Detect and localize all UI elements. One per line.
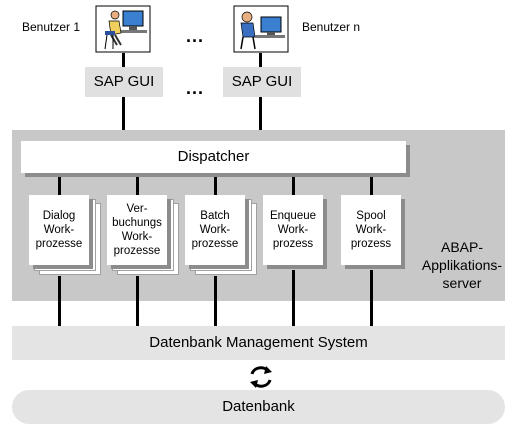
connector-dispatcher-spool (370, 177, 373, 195)
wp-spool-line-3: prozess (350, 238, 392, 250)
user-n-label: Benutzer n (302, 20, 361, 34)
wp-update-line-1: Ver- (126, 203, 148, 215)
person-at-computer-icon (95, 5, 151, 53)
connector-dispatcher-update (136, 177, 139, 195)
wp-enqueue-line-3: prozess (272, 238, 314, 250)
abap-label-line-1: ABAP- (440, 239, 483, 255)
connector-usern-gui (259, 53, 262, 67)
database-management-system: Datenbank Management System (12, 326, 505, 360)
connector-dispatcher-enqueue (292, 177, 295, 195)
work-process-dialog: Dialog Work- prozesse (29, 195, 89, 265)
work-process-batch: Batch Work- prozesse (185, 195, 245, 265)
wp-batch-line-3: prozesse (191, 238, 239, 250)
connector-dispatcher-dialog (58, 177, 61, 195)
abap-label-line-2: Applikations- (421, 257, 503, 273)
work-process-update: Ver- buchungs Work- prozesse (107, 195, 167, 265)
connector-dialog-dbms (58, 276, 61, 326)
database: Datenbank (12, 390, 505, 424)
connector-batch-dbms (214, 276, 217, 326)
abap-server-label: ABAP- Applikations- server (414, 238, 510, 292)
wp-update-line-3: Work- (121, 231, 153, 243)
wp-spool-line-2: Work- (355, 224, 387, 236)
connector-enqueue-dbms (292, 270, 295, 326)
connector-dispatcher-batch (214, 177, 217, 195)
wp-enqueue-line-1: Enqueue (269, 210, 317, 222)
users-ellipsis: ... (186, 26, 205, 46)
wp-spool-line-1: Spool (356, 210, 386, 222)
sap-gui-box-left: SAP GUI (85, 67, 163, 97)
wp-batch-line-2: Work- (199, 224, 231, 236)
gui-ellipsis: ... (186, 78, 205, 98)
person-at-computer-icon (233, 5, 289, 53)
connector-gui-right-dispatcher (259, 97, 262, 141)
sync-arrows-icon (250, 366, 272, 388)
connector-spool-dbms (370, 270, 373, 326)
wp-update-line-2: buchungs (112, 217, 162, 229)
connector-update-dbms (136, 276, 139, 326)
dispatcher-box: Dispatcher (21, 141, 406, 173)
work-process-enqueue: Enqueue Work- prozess (263, 195, 323, 265)
sap-gui-box-right: SAP GUI (223, 67, 301, 97)
wp-dialog-line-2: Work- (43, 224, 75, 236)
abap-label-line-3: server (442, 275, 482, 291)
wp-update-line-4: prozesse (113, 245, 161, 257)
wp-dialog-line-3: prozesse (35, 238, 83, 250)
connector-user1-gui (122, 53, 125, 67)
user-1-label: Benutzer 1 (22, 20, 81, 34)
wp-dialog-line-1: Dialog (42, 210, 76, 222)
work-process-spool: Spool Work- prozess (341, 195, 401, 265)
wp-enqueue-line-2: Work- (277, 224, 309, 236)
connector-gui-left-dispatcher (122, 97, 125, 141)
wp-batch-line-1: Batch (200, 210, 230, 222)
